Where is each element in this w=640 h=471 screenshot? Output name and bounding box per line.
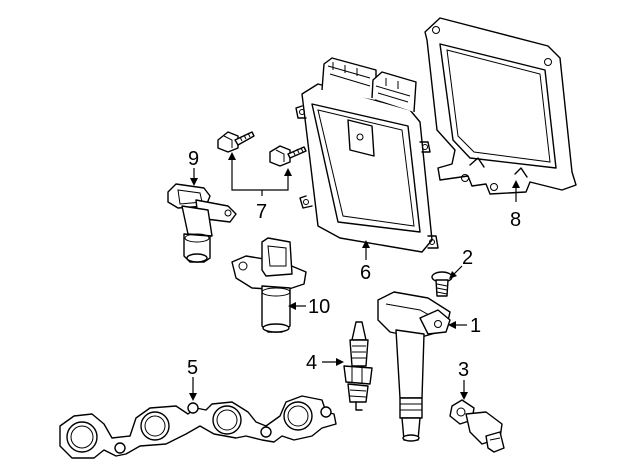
arrow-5	[189, 393, 197, 401]
arrow-6	[362, 240, 370, 248]
ecm-bracket	[424, 17, 577, 195]
ecm-bolt-right	[269, 145, 307, 167]
engine-control-module	[295, 57, 439, 253]
callout-7: 7	[256, 201, 267, 223]
ecm-bolt-left	[217, 131, 255, 153]
knock-sensor	[449, 399, 505, 453]
callout-9: 9	[188, 148, 199, 170]
callout-10: 10	[308, 296, 330, 318]
callout-5: 5	[187, 357, 198, 379]
callout-2: 2	[462, 247, 473, 269]
arrow-9	[190, 178, 198, 186]
arrow-2	[449, 271, 457, 279]
spark-plug	[343, 321, 373, 411]
coil-bolt	[431, 271, 453, 297]
ignition-coil	[377, 291, 451, 442]
arrow-1	[448, 321, 456, 329]
callout-4: 4	[306, 352, 317, 374]
callout-6: 6	[360, 262, 371, 284]
arrow-8	[512, 180, 520, 188]
crankshaft-position-sensor	[231, 237, 307, 333]
callout-3: 3	[458, 359, 469, 381]
camshaft-position-sensor	[167, 183, 237, 263]
intake-gasket	[59, 395, 337, 459]
arrow-7b	[284, 168, 292, 176]
leader-line-7	[231, 156, 289, 191]
callout-1: 1	[470, 315, 481, 337]
arrow-3	[460, 392, 468, 400]
arrow-4	[336, 358, 344, 366]
callout-8: 8	[510, 209, 521, 231]
arrow-10	[288, 302, 296, 310]
arrow-7a	[228, 152, 236, 160]
